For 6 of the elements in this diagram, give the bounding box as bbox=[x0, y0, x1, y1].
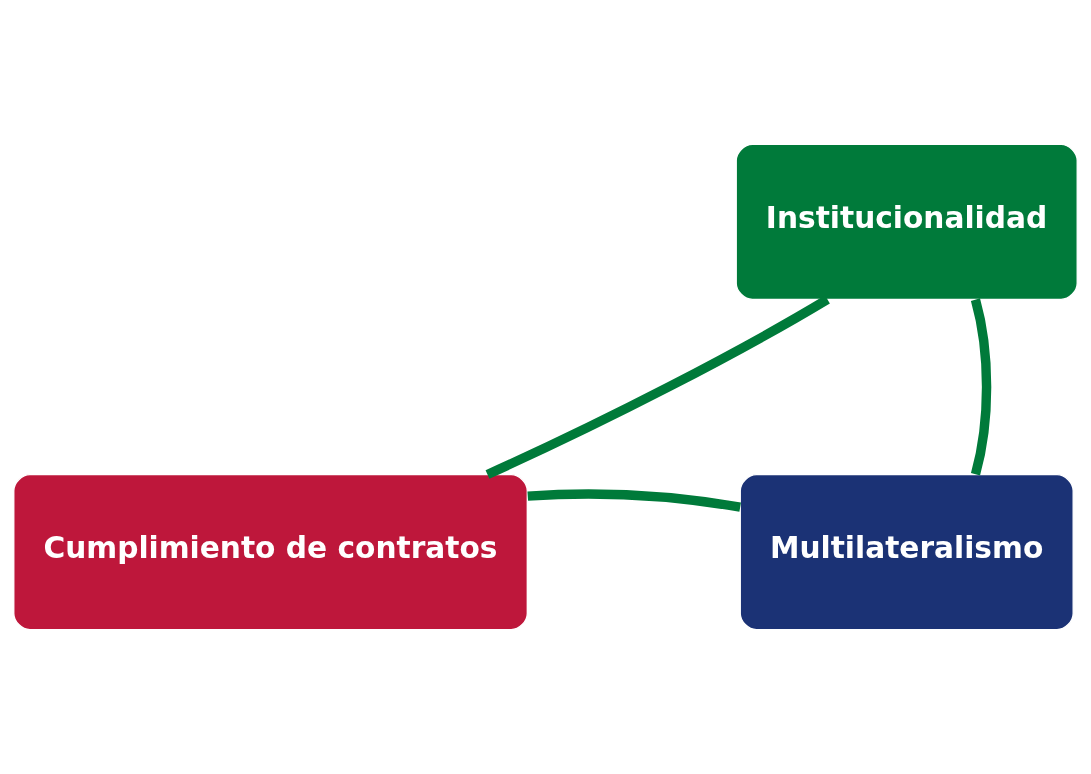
connector bbox=[527, 489, 741, 512]
node-box: Multilateralismo bbox=[739, 473, 1074, 631]
node-box: Cumplimiento de contratos bbox=[13, 473, 528, 631]
node-box: Institucionalidad bbox=[735, 143, 1078, 301]
connector bbox=[485, 295, 830, 479]
connector bbox=[970, 298, 992, 476]
